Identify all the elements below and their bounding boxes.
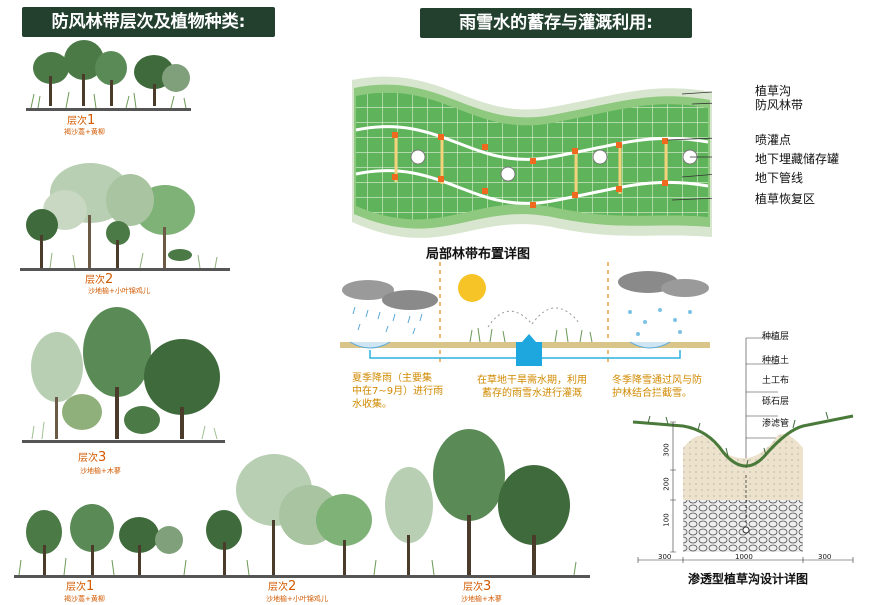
layer-1-illustration <box>26 40 191 111</box>
bottom-layer-1-species: 褐沙蒿+黄柳 <box>64 595 105 603</box>
layer-2-illustration <box>20 163 230 271</box>
label-underground-pipe: 地下管线 <box>755 171 804 185</box>
label-grass-recovery: 植草恢复区 <box>755 192 816 206</box>
dim-h-300-right: 300 <box>818 553 832 561</box>
dim-v-200: 200 <box>662 477 671 491</box>
drought-irrigation-note: 在草地干旱需水期，利用 蓄存的雨雪水进行灌溉 <box>477 375 587 399</box>
dim-v-300: 300 <box>662 443 671 457</box>
layer-3-species: 沙地榆+木蓼 <box>80 467 121 475</box>
winter-note: 冬季降雪通过风与防 护林结合拦截雪。 <box>612 375 702 399</box>
cs-planting-layer: 种植层 <box>762 332 790 342</box>
cs-gravel-layer: 砾石层 <box>762 397 790 407</box>
layer-3-illustration <box>22 307 225 443</box>
label-underground-tank: 地下埋藏储存罐 <box>755 152 840 166</box>
cs-geotextile: 土工布 <box>762 376 790 386</box>
layer-1-label: 层次1 <box>67 113 96 128</box>
seasonal-water-diagram <box>340 262 710 366</box>
label-sprinkler-point: 喷灌点 <box>755 133 792 147</box>
dim-v-100: 100 <box>662 513 671 527</box>
layer-2-species: 沙地榆+小叶锦鸡儿 <box>88 287 150 295</box>
combined-forest-strip <box>14 429 590 578</box>
infiltration-swale-section <box>632 337 854 563</box>
layer-1-species: 褐沙蒿+黄柳 <box>64 128 105 136</box>
dim-h-300-left: 300 <box>658 553 672 561</box>
summer-note: 夏季降雨（主要集 中在7~9月）进行雨 水收集。 <box>352 373 444 410</box>
bottom-layer-1-label: 层次1 <box>66 579 95 594</box>
bottom-layer-2-label: 层次2 <box>268 579 297 594</box>
cs-planting-soil: 种植土 <box>762 356 790 366</box>
dim-h-1000: 1000 <box>735 553 753 561</box>
left-title: 防风林带层次及植物种类: <box>22 7 275 37</box>
forest-belt-plan <box>352 76 712 238</box>
bottom-layer-3-label: 层次3 <box>463 579 492 594</box>
plan-caption: 局部林带布置详图 <box>426 247 531 262</box>
label-grass-swale: 植草沟 <box>755 84 792 98</box>
label-windbreak-belt: 防风林带 <box>755 98 804 112</box>
layer-3-label: 层次3 <box>78 450 107 465</box>
bottom-layer-2-species: 沙地榆+小叶锦鸡儿 <box>266 595 328 603</box>
right-title: 雨雪水的蓄存与灌溉利用: <box>420 8 692 38</box>
layer-2-label: 层次2 <box>85 272 114 287</box>
cs-filter-pipe: 渗滤管 <box>762 419 790 429</box>
cross-section-caption: 渗透型植草沟设计详图 <box>688 572 809 586</box>
bottom-layer-3-species: 沙地榆+木蓼 <box>461 595 502 603</box>
